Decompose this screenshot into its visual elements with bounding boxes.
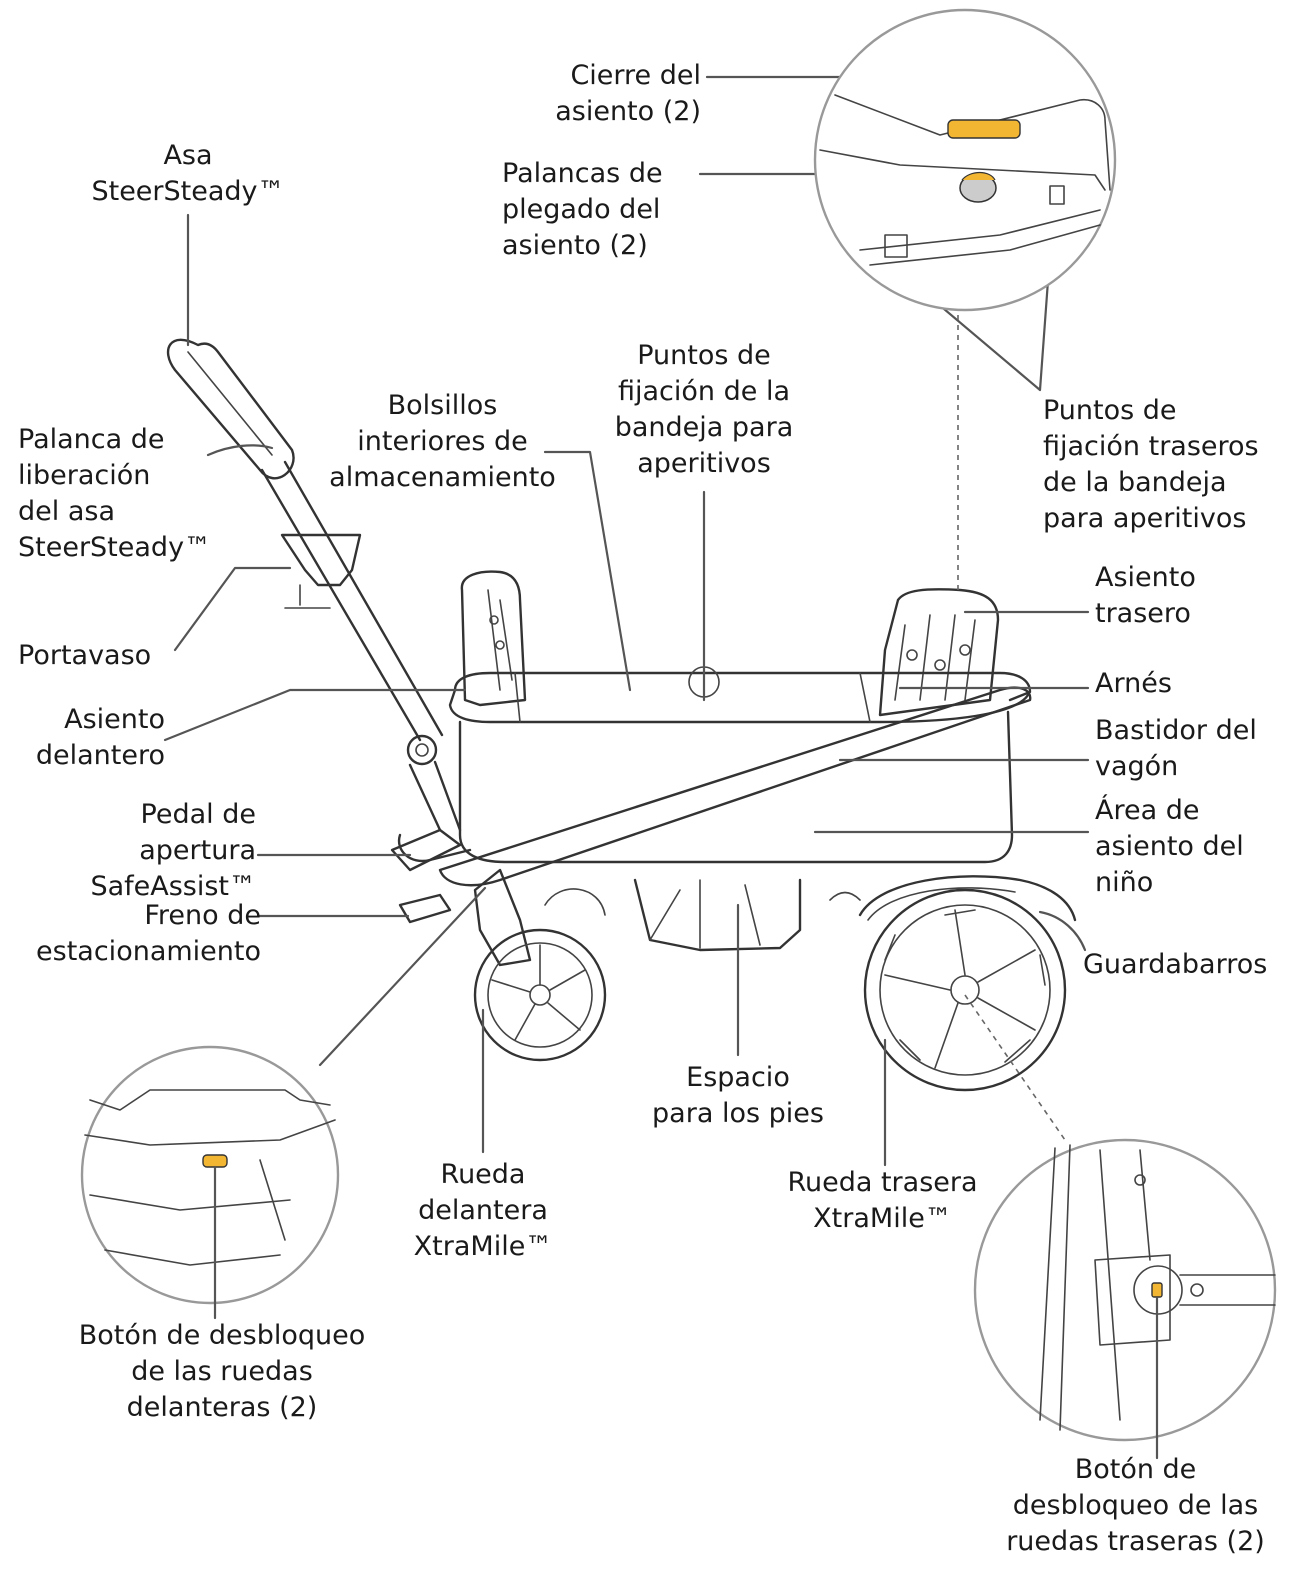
cup-holder <box>280 533 362 587</box>
label-harness: Arnés <box>1095 668 1172 699</box>
rear-wheel-outer <box>863 888 1067 1092</box>
handle-stem <box>260 468 422 742</box>
label-parking-brake: Freno de estacionamiento <box>36 900 261 967</box>
wagon-tub <box>453 671 1032 702</box>
label-seating-area: Área de asiento del niño <box>1095 795 1244 898</box>
wagon-frame-bar <box>438 686 1032 887</box>
front-seat-back <box>460 570 527 707</box>
label-rear-snack-tray-points: Puntos de fijación traseros de la bandej… <box>1043 395 1259 534</box>
label-seat-fold-levers: Palancas de plegado del asiento (2) <box>502 158 663 261</box>
label-snack-tray-points: Puntos de fijación de la bandeja para ap… <box>614 340 794 479</box>
footwell-basket <box>633 878 802 952</box>
label-rear-seat: Asiento trasero <box>1095 562 1196 629</box>
label-rear-wheel: Rueda trasera XtraMile™ <box>787 1167 978 1234</box>
label-front-wheel-release: Botón de desbloqueo de las ruedas delant… <box>78 1320 366 1423</box>
label-rear-wheel-release: Botón de desbloqueo de las ruedas traser… <box>1006 1454 1265 1557</box>
detail-circle-seat-latch <box>813 8 1117 312</box>
label-front-wheel: Rueda delantera XtraMile™ <box>413 1159 553 1262</box>
seat-latch-accent <box>947 119 1021 139</box>
label-seat-latch: Cierre del asiento (2) <box>555 60 701 127</box>
label-footwell: Espacio para los pies <box>652 1062 824 1129</box>
detail-circle-rear-release <box>973 1138 1277 1460</box>
handle-pivot <box>406 734 438 766</box>
parking-brake <box>398 893 452 924</box>
detail-circle-front-release <box>80 1045 340 1320</box>
label-handle: Asa SteerSteady™ <box>91 140 285 207</box>
label-frame: Bastidor del vagón <box>1095 715 1257 782</box>
front-fork <box>473 868 532 967</box>
front-release-accent <box>202 1154 228 1168</box>
rear-seat-back <box>878 588 1000 717</box>
safeassist-pedal <box>390 828 462 872</box>
rear-release-accent <box>1151 1282 1163 1298</box>
label-cup-holder: Portavaso <box>18 640 152 671</box>
front-wheel-outer <box>473 928 607 1062</box>
rear-fender <box>858 875 1077 922</box>
label-interior-pockets: Bolsillos interiores de almacenamiento <box>329 390 556 493</box>
label-fenders: Guardabarros <box>1083 949 1268 980</box>
handle-loop <box>166 338 295 480</box>
label-safeassist-pedal: Pedal de apertura SafeAssist™ <box>90 799 256 902</box>
label-front-seat: Asiento delantero <box>35 704 165 771</box>
label-handle-release: Palanca de liberación del asa SteerStead… <box>18 424 212 563</box>
